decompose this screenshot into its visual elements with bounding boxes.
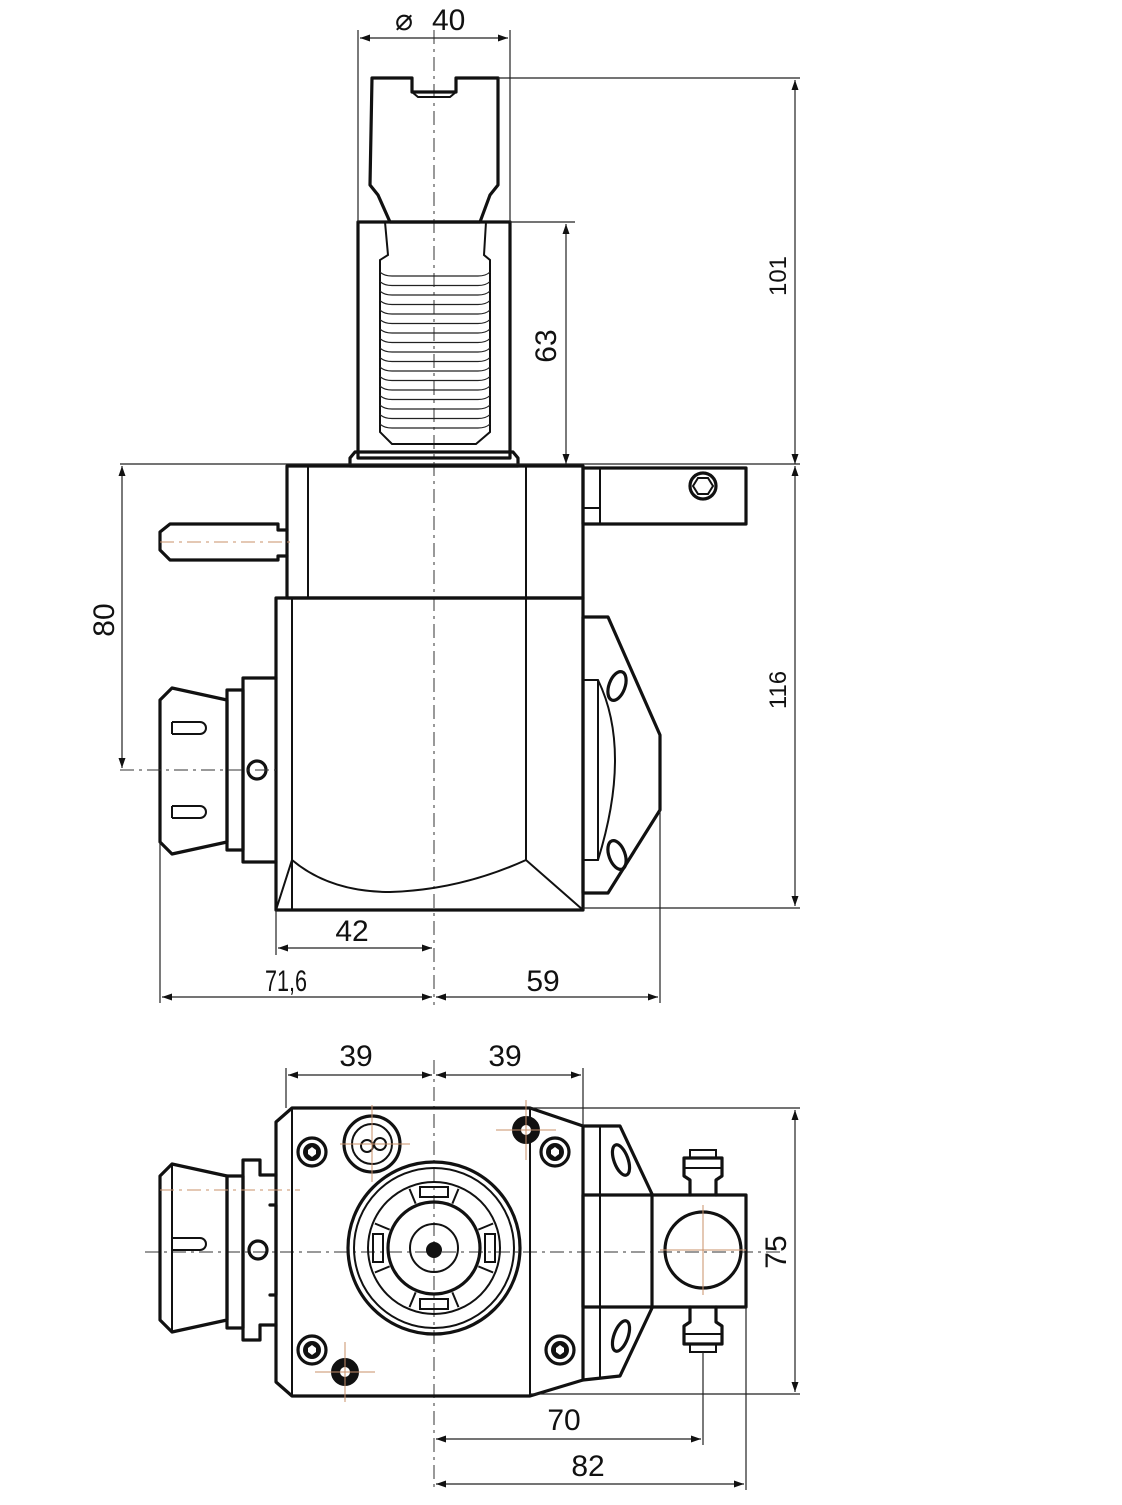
top-collet-nut (158, 1158, 300, 1342)
dim-overall-widths: 71,6 59 (159, 810, 661, 1003)
thread-ridge (379, 414, 491, 420)
dim-lower-height: 116 (583, 466, 800, 909)
thread-ridge (379, 328, 491, 334)
dim-depth-75-value: 75 (760, 1235, 793, 1268)
thread-ridge (379, 347, 491, 353)
dim-axis-height: 80 (88, 466, 126, 768)
screw (296, 1136, 328, 1168)
thread-ridge (379, 423, 491, 429)
spindle-slots (372, 1186, 496, 1310)
dim-top-depth: 75 (530, 1107, 800, 1395)
stop-pin (158, 522, 295, 562)
thread-ridge (379, 319, 491, 325)
dim-half-width-left: 42 (275, 910, 432, 955)
dim-overall-right-value: 59 (526, 965, 559, 998)
screw (544, 1334, 576, 1366)
dim-axis-height-value: 80 (88, 603, 121, 636)
thread-ridge (379, 404, 491, 410)
spindle-slot (477, 1265, 494, 1274)
dim-thread-length: 63 (510, 221, 575, 464)
top-bracket-arm (581, 1149, 748, 1353)
dim-shank-diameter: 40 ⌀ (357, 4, 511, 222)
dim-overall-82-value: 82 (571, 1450, 604, 1483)
screw (539, 1136, 571, 1168)
dim-right-39-value: 39 (488, 1040, 521, 1073)
upper-housing (285, 464, 585, 600)
spindle-key (484, 1233, 496, 1263)
thread-ridge (379, 385, 491, 391)
spindle-key (419, 1186, 449, 1198)
spindle-slot (408, 1291, 417, 1308)
dim-top-offsets: 70 82 (436, 1307, 747, 1490)
thread-ridge (379, 376, 491, 382)
thread-ridge (379, 338, 491, 344)
top-view: 39 39 75 70 82 (145, 1040, 800, 1490)
spindle-key (372, 1233, 384, 1263)
dim-thread-length-value: 63 (530, 329, 563, 362)
thread-ridge (379, 395, 491, 401)
dim-offset-70-value: 70 (547, 1404, 580, 1437)
collet-nut (120, 676, 278, 864)
shank-top (368, 76, 500, 224)
dim-overall-left-value: 71,6 (265, 965, 307, 998)
spindle-key (419, 1298, 449, 1310)
screw (296, 1334, 328, 1366)
coolant-port (340, 1105, 410, 1182)
dim-left-39-value: 39 (339, 1040, 372, 1073)
side-view: 40 ⌀ 101 63 116 80 (88, 4, 800, 1005)
screws (296, 1100, 576, 1402)
spindle-slot (374, 1222, 391, 1231)
dim-half-width-left-value: 42 (335, 915, 368, 948)
spindle-slot (477, 1222, 494, 1231)
spindle-slot (374, 1265, 391, 1274)
thread-ridge (379, 357, 491, 363)
spindle-center-dot (426, 1242, 442, 1258)
thread-ridge (379, 366, 491, 372)
thread-ridge (379, 300, 491, 306)
lower-housing (274, 596, 585, 912)
dim-lower-height-value: 116 (765, 671, 792, 709)
thread-ridge (379, 271, 491, 277)
thread-ridge (379, 290, 491, 296)
bracket-arm (581, 466, 748, 526)
right-flange (581, 615, 662, 895)
diameter-symbol: ⌀ (395, 4, 413, 37)
thread-ridge (379, 281, 491, 287)
dim-upper-height-value: 101 (765, 256, 792, 296)
spindle-slot (408, 1188, 417, 1205)
dim-shank-diameter-value: 40 (432, 4, 465, 37)
thread-ridge (379, 309, 491, 315)
spindle-rings (346, 1160, 522, 1336)
spindle-slot (451, 1188, 460, 1205)
top-flange (581, 1124, 654, 1382)
spindle-slot (451, 1291, 460, 1308)
thread-lines (379, 271, 491, 429)
dim-top-39s: 39 39 (285, 1040, 584, 1126)
dim-upper-height: 101 (498, 77, 800, 464)
